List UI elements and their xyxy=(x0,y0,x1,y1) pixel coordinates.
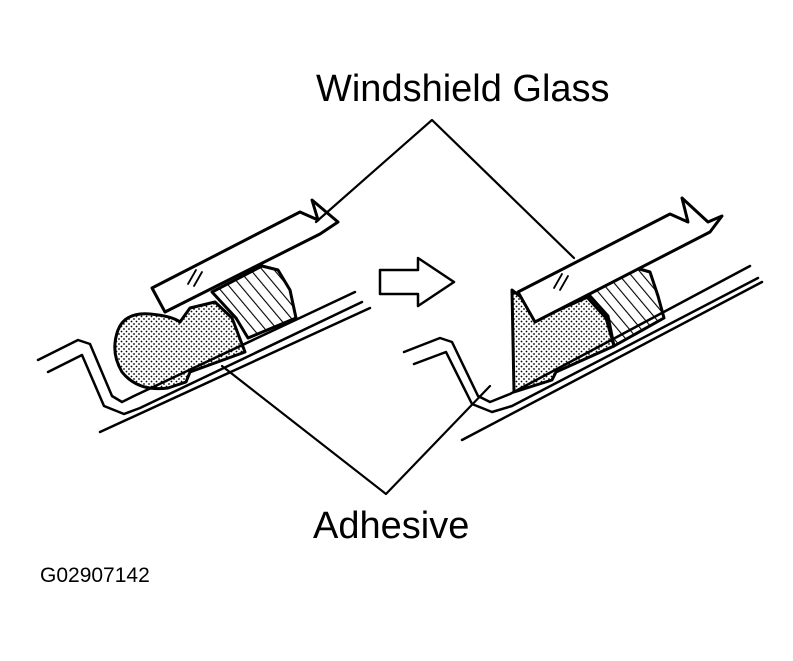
windshield-glass-before xyxy=(150,198,340,314)
body-panel-left xyxy=(36,290,357,404)
adhesive-bead-before xyxy=(113,300,247,391)
windshield-glass-after xyxy=(516,196,724,324)
figure-id: G02907142 xyxy=(40,564,150,587)
glass-leader-lines xyxy=(314,118,576,260)
adhesive-label: Adhesive xyxy=(313,505,470,547)
body-panel-left-inner xyxy=(46,300,364,416)
after-state-assembly xyxy=(402,196,764,442)
right-arrow-icon xyxy=(378,256,456,308)
body-panel-left-lower xyxy=(98,306,372,434)
glass-shine-after xyxy=(553,273,569,291)
dam-seal-before xyxy=(210,264,298,340)
body-panel-right xyxy=(402,264,752,404)
body-panel-right-inner xyxy=(412,276,760,414)
glass-shine-before xyxy=(187,269,203,287)
body-panel-right-lower xyxy=(460,280,764,442)
adhesive-leader-lines xyxy=(220,364,492,496)
windshield-glass-label: Windshield Glass xyxy=(316,68,610,110)
before-state-assembly xyxy=(36,198,372,434)
